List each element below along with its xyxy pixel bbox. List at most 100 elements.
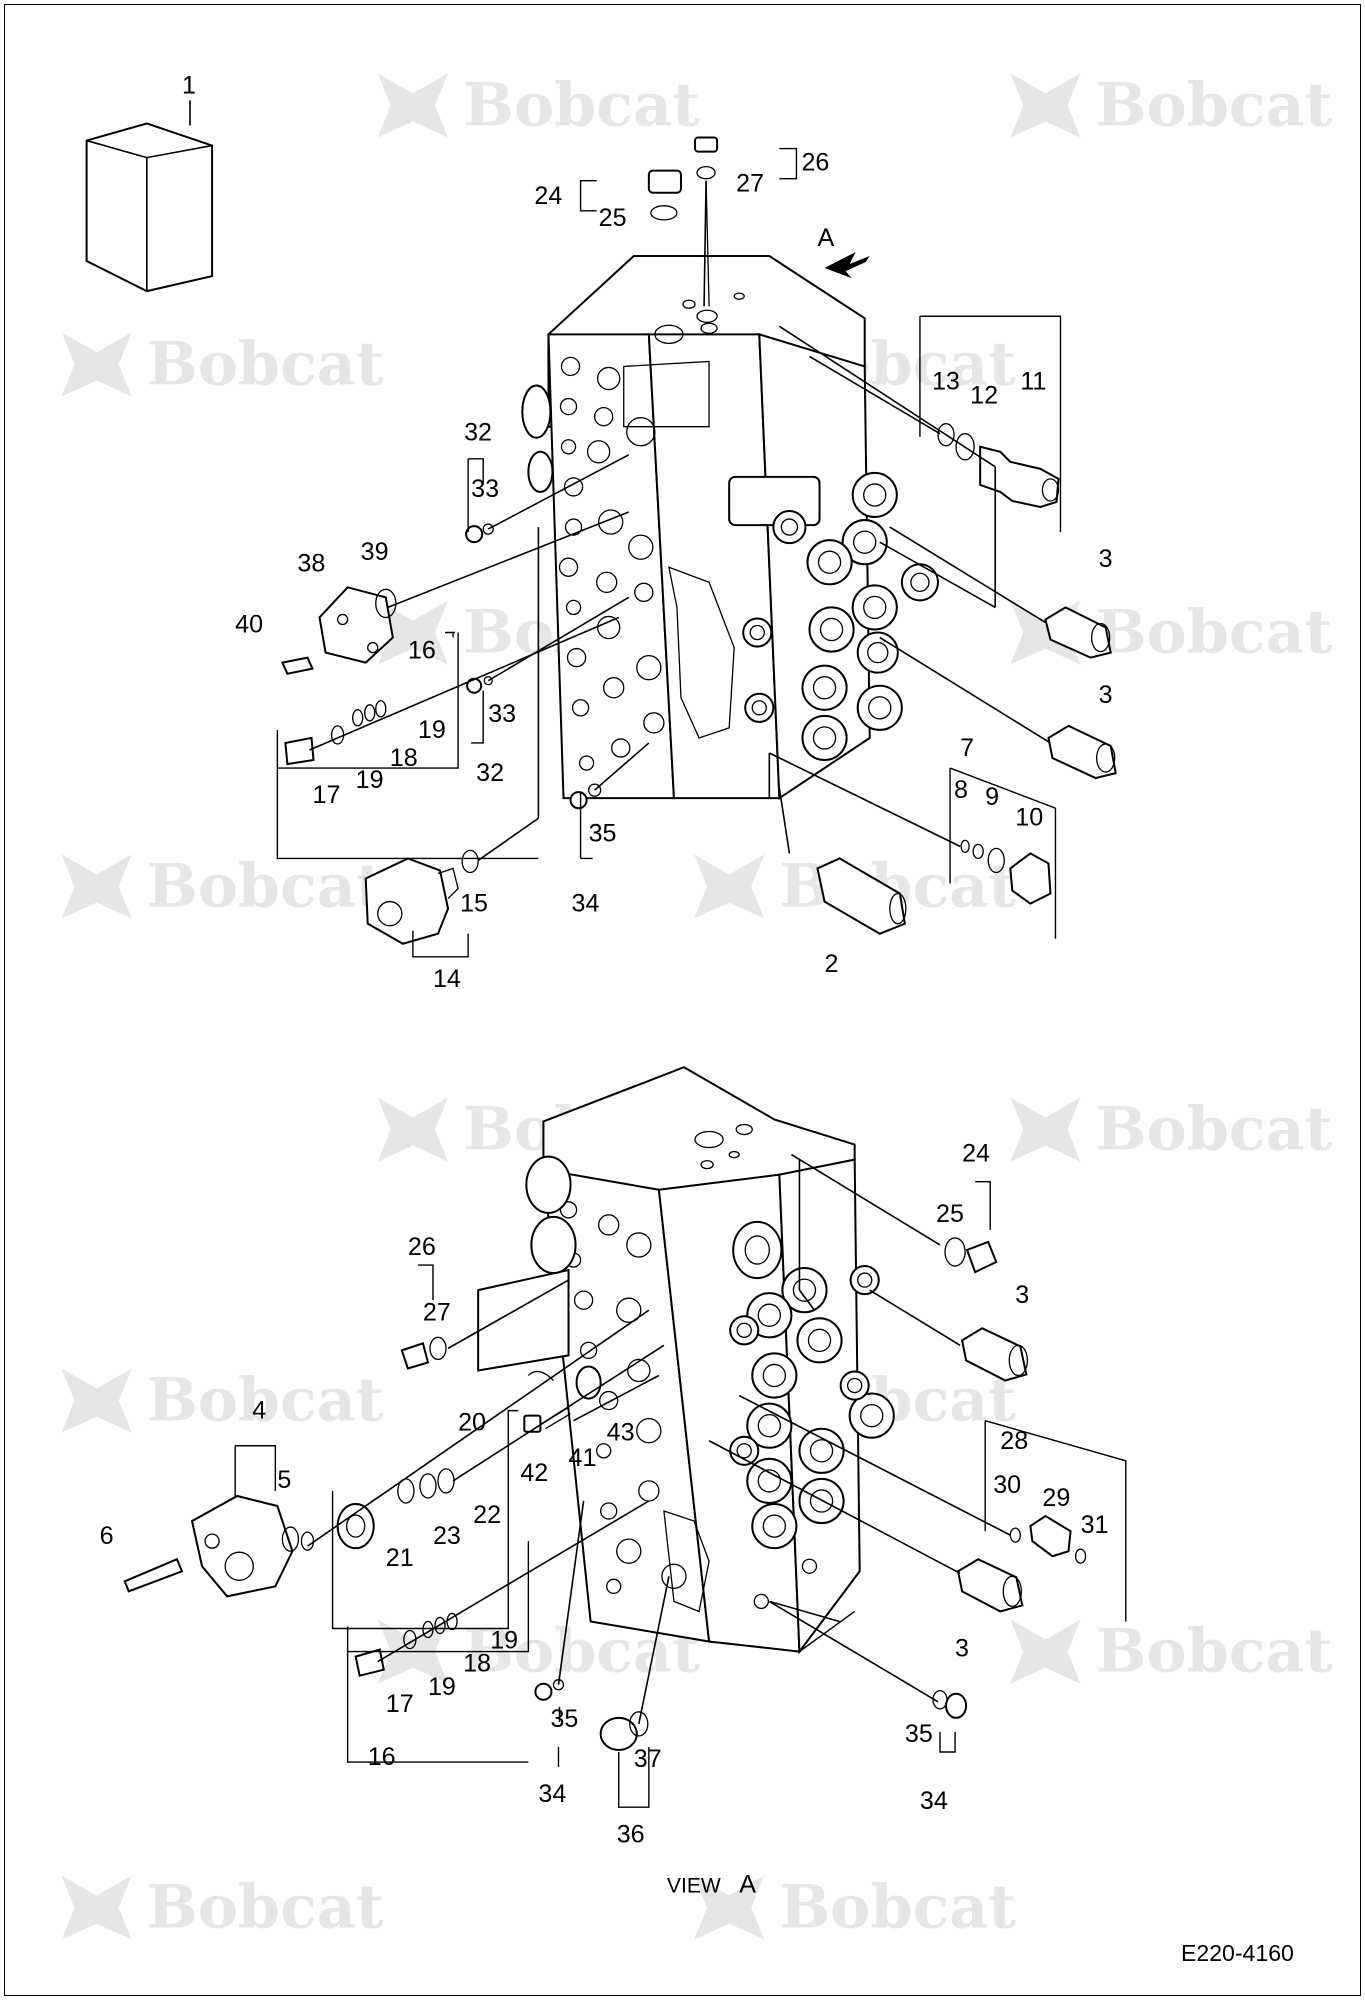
top-leaders <box>309 180 1051 862</box>
svg-text:Bobcat: Bobcat <box>1096 597 1333 668</box>
label-17: 17 <box>386 1690 414 1718</box>
label-25: 25 <box>936 1200 964 1228</box>
svg-text:Bobcat: Bobcat <box>1096 69 1333 140</box>
top-spool-caps <box>728 471 940 762</box>
svg-text:Bobcat: Bobcat <box>1096 1616 1333 1687</box>
watermark: Bobcat <box>61 329 384 400</box>
label-15: 15 <box>460 890 488 918</box>
label-39: 39 <box>361 538 389 566</box>
label-19: 19 <box>418 716 446 744</box>
watermark: Bobcat <box>694 1872 1016 1943</box>
label-19: 19 <box>490 1627 518 1655</box>
label-3: 3 <box>1099 681 1113 709</box>
label-33: 33 <box>471 475 499 503</box>
label-43: 43 <box>607 1419 635 1447</box>
svg-text:Bobcat: Bobcat <box>147 1872 384 1943</box>
label-35: 35 <box>550 1705 578 1733</box>
port-holes <box>558 356 665 771</box>
label-3: 3 <box>955 1635 969 1663</box>
label-18: 18 <box>463 1650 491 1678</box>
label-3: 3 <box>1015 1281 1029 1309</box>
label-31: 31 <box>1081 1511 1109 1539</box>
watermark: Bobcat <box>61 1872 384 1943</box>
label-16: 16 <box>368 1743 396 1771</box>
label-1: 1 <box>182 71 196 99</box>
svg-text:VIEW: VIEW <box>667 1875 721 1898</box>
label-9: 9 <box>985 783 999 811</box>
label-10: 10 <box>1015 803 1043 831</box>
box-part-1 <box>85 100 214 293</box>
label-34: 34 <box>572 890 600 918</box>
svg-text:Bobcat: Bobcat <box>1096 1094 1333 1165</box>
label-19: 19 <box>356 766 384 794</box>
watermark: Bobcat <box>377 69 700 140</box>
label-35: 35 <box>589 819 617 847</box>
svg-text:Bobcat: Bobcat <box>147 1365 384 1436</box>
bottom-small-parts <box>123 1237 1087 1751</box>
label-41: 41 <box>569 1444 597 1472</box>
watermark: Bobcat <box>1010 69 1333 140</box>
label-29: 29 <box>1042 1484 1070 1512</box>
label-22: 22 <box>473 1501 501 1529</box>
svg-text:Bobcat: Bobcat <box>147 851 384 922</box>
label-2: 2 <box>825 950 839 978</box>
label-30: 30 <box>993 1471 1021 1499</box>
label-5: 5 <box>277 1466 291 1494</box>
label-4: 4 <box>252 1397 266 1425</box>
watermark: Bobcat <box>1010 1094 1333 1165</box>
label-23: 23 <box>433 1522 461 1550</box>
label-18: 18 <box>390 744 418 772</box>
label-6: 6 <box>100 1522 114 1550</box>
port-holes <box>559 1201 687 1595</box>
drawing-frame: Bobcat Bobcat Bobcat Bobcat Bobcat Bobca… <box>4 4 1361 1996</box>
svg-text:A: A <box>739 1871 756 1899</box>
label-26: 26 <box>408 1233 436 1261</box>
top-brackets <box>276 147 1062 958</box>
label-3: 3 <box>1099 545 1113 573</box>
label-40: 40 <box>235 611 263 639</box>
svg-text:Bobcat: Bobcat <box>147 329 384 400</box>
label-7: 7 <box>960 734 974 762</box>
label-28: 28 <box>1000 1427 1028 1455</box>
svg-text:Bobcat: Bobcat <box>463 69 700 140</box>
label-34: 34 <box>538 1780 566 1808</box>
label-38: 38 <box>297 549 325 577</box>
svg-text:Bobcat: Bobcat <box>779 1872 1016 1943</box>
label-25: 25 <box>599 204 627 232</box>
view-caption: VIEW A <box>667 1871 756 1899</box>
label-19: 19 <box>428 1673 456 1701</box>
parts-diagram: Bobcat Bobcat Bobcat Bobcat Bobcat Bobca… <box>61 69 1333 1966</box>
label-16: 16 <box>408 637 436 665</box>
label-27: 27 <box>736 170 764 198</box>
label-35: 35 <box>905 1720 933 1748</box>
label-8: 8 <box>954 776 968 804</box>
label-24: 24 <box>962 1140 990 1168</box>
watermark: Bobcat <box>61 851 384 922</box>
top-small-parts <box>280 136 1117 945</box>
label-11: 11 <box>1020 368 1046 396</box>
label-26: 26 <box>801 149 829 177</box>
label-37: 37 <box>634 1745 662 1773</box>
label-20: 20 <box>458 1409 486 1437</box>
bottom-spool-caps <box>729 1220 895 1610</box>
label-34: 34 <box>920 1787 948 1815</box>
part-labels: 1 26 27 24 25 A 13 12 11 32 33 38 39 40 … <box>100 71 1113 1848</box>
watermark: Bobcat <box>61 1365 384 1436</box>
label-42: 42 <box>520 1459 548 1487</box>
arrow-label-a: A <box>818 224 835 252</box>
label-24: 24 <box>534 182 562 210</box>
label-36: 36 <box>617 1820 645 1848</box>
label-12: 12 <box>970 382 998 410</box>
label-33: 33 <box>488 700 516 728</box>
label-13: 13 <box>932 368 960 396</box>
label-27: 27 <box>423 1298 451 1326</box>
label-32: 32 <box>464 419 492 447</box>
label-32: 32 <box>476 759 504 787</box>
label-21: 21 <box>386 1544 414 1572</box>
label-14: 14 <box>433 965 461 993</box>
label-17: 17 <box>313 781 341 809</box>
bottom-brackets <box>234 1181 1127 1808</box>
drawing-code: E220-4160 <box>1181 1940 1294 1966</box>
watermark: Bobcat <box>1010 1616 1333 1687</box>
bottom-leaders <box>307 1153 1011 1725</box>
